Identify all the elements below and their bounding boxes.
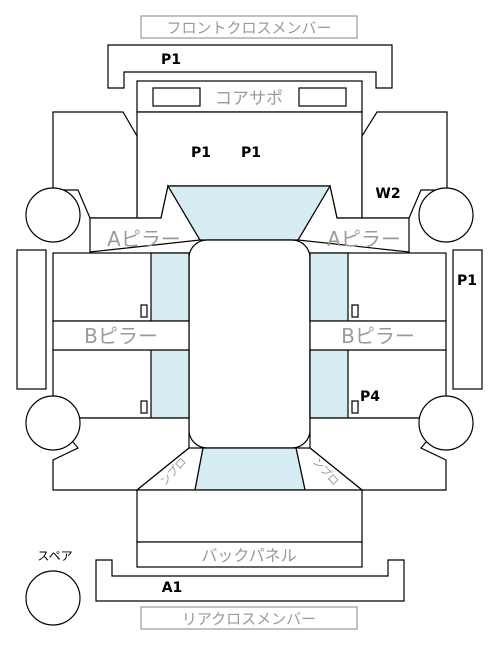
rear-a1-marker: A1 (162, 580, 183, 596)
door-handle-front-right (351, 304, 359, 318)
door-handle-rear-left (140, 400, 148, 414)
w2-marker: W2 (375, 186, 400, 202)
right-side-p1-marker: P1 (457, 273, 477, 289)
b-pillar-right (309, 320, 447, 351)
a-pillar-right-label: Aピラー (327, 227, 401, 251)
rear-cross-member (95, 559, 405, 602)
rear-quarter-right (309, 417, 448, 491)
spare-label: スペア (37, 549, 72, 563)
front-cross-p1-marker: P1 (161, 52, 181, 68)
side-sill-right (452, 249, 483, 390)
wheel-front-right (418, 187, 474, 243)
rear-cross-member-label: リアクロスメンバー (182, 610, 316, 628)
hood-p1-left-marker: P1 (191, 145, 211, 161)
core-support-label: コアサポ (215, 89, 283, 109)
front-cross-member-box (140, 15, 358, 39)
rear-quarter-left (51, 417, 190, 491)
door-handle-rear-right (351, 400, 359, 414)
rear-window-left (150, 349, 190, 419)
p4-marker: P4 (360, 389, 380, 405)
windshield (166, 185, 332, 241)
wheel-rear-left (25, 395, 81, 451)
b-pillar-right-label: Bピラー (341, 324, 415, 348)
back-panel-label: バックパネル (201, 546, 296, 565)
side-sill-left (16, 249, 47, 390)
front-cross-member-label: フロントクロスメンバー (166, 19, 331, 37)
front-window-right (309, 252, 349, 322)
rear-window (194, 447, 306, 491)
a-pillar-left-label: Aピラー (107, 227, 181, 251)
headlight-left (152, 87, 201, 107)
b-pillar-left-label: Bピラー (84, 324, 158, 348)
roof (188, 239, 311, 449)
front-window-left (150, 252, 190, 322)
b-pillar-left (52, 320, 190, 351)
back-panel (136, 541, 363, 568)
front-cross-member (107, 44, 393, 89)
hood-p1-right-marker: P1 (241, 145, 261, 161)
wheel-front-left (25, 187, 81, 243)
spare-tire (25, 570, 81, 626)
wheel-rear-right (418, 395, 474, 451)
trunk (136, 489, 363, 543)
door-handle-front-left (140, 304, 148, 318)
rear-cross-member-box (140, 606, 358, 630)
headlight-right (298, 87, 347, 107)
rear-window-right (309, 349, 349, 419)
